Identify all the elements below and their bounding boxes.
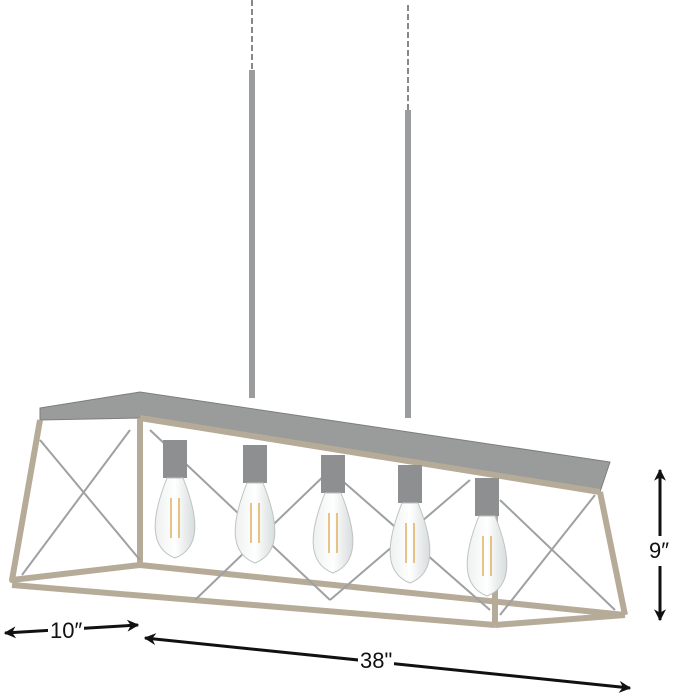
bulbs <box>154 440 508 597</box>
filament <box>250 503 260 543</box>
bulb-3 <box>312 455 354 574</box>
socket <box>163 440 187 478</box>
light-bulb <box>389 502 431 584</box>
filament <box>170 498 180 538</box>
light-bulb <box>234 482 276 564</box>
bulb-1 <box>154 440 196 559</box>
socket <box>475 478 499 516</box>
light-bulb <box>154 477 196 559</box>
length-label: 38" <box>358 648 395 673</box>
bulb-5 <box>466 478 508 597</box>
suspension-rods <box>249 70 411 418</box>
height-label: 9″ <box>647 536 672 566</box>
socket <box>243 445 267 483</box>
bulb-2 <box>234 445 276 564</box>
suspension-chains <box>251 0 409 110</box>
filament <box>405 523 415 563</box>
filament <box>482 536 492 576</box>
light-bulb <box>466 515 508 597</box>
filament <box>328 513 338 553</box>
depth-label: 10″ <box>48 618 85 643</box>
socket <box>398 465 422 503</box>
socket <box>321 455 345 493</box>
bulb-4 <box>389 465 431 584</box>
light-bulb <box>312 492 354 574</box>
frame <box>9 415 628 628</box>
